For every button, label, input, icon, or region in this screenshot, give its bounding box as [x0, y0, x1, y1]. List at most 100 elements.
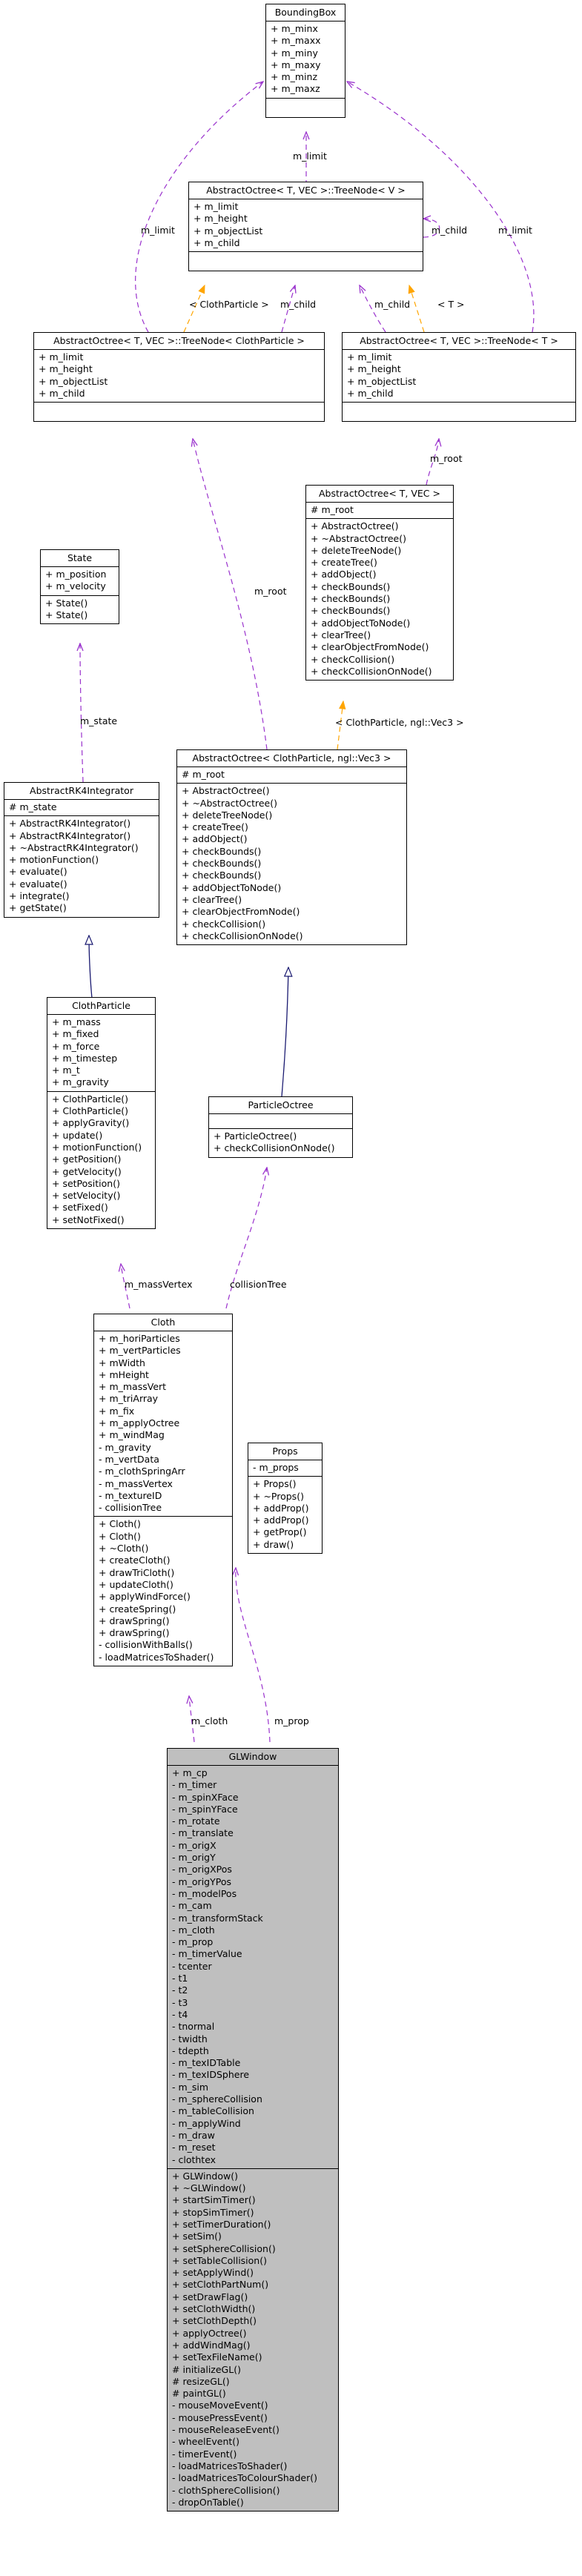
method: # resizeGL() [172, 2375, 230, 2387]
edge-label-m-child: m_child [280, 299, 317, 310]
attribute: + m_minx [271, 23, 318, 34]
edge-label-template: < ClothParticle, ngl::Vec3 > [335, 717, 464, 728]
class-treenode-v: AbstractOctree< T, VEC >::TreeNode< V > … [188, 182, 423, 272]
attribute: + m_timestep [52, 1052, 118, 1064]
attribute: + m_force [52, 1040, 100, 1052]
attributes-section: # m_root [177, 767, 406, 784]
attribute: - m_vertData [99, 1453, 159, 1465]
method: + getVelocity() [52, 1165, 122, 1177]
attribute: + m_maxy [271, 59, 321, 70]
method: - collisionWithBalls() [99, 1639, 193, 1651]
edge-tnt-to-tnv [360, 285, 386, 333]
method: + applyGravity() [52, 1117, 130, 1129]
method: + ~Cloth() [99, 1543, 149, 1554]
attributes-section [209, 1114, 352, 1129]
method: + ClothParticle() [52, 1105, 129, 1117]
methods-section: + AbstractOctree() + ~AbstractOctree() +… [306, 519, 453, 680]
method: + AbstractOctree() [311, 520, 399, 532]
attribute: - m_cam [172, 1900, 212, 1912]
method: + GLWindow() [172, 2170, 238, 2182]
attribute: # m_root [311, 504, 354, 515]
method: - clothSphereCollision() [172, 2484, 280, 2496]
method: + stopSimTimer() [172, 2206, 254, 2218]
attribute: + m_gravity [52, 1076, 109, 1088]
attribute: - collisionTree [99, 1502, 162, 1514]
method: + Cloth() [99, 1518, 141, 1530]
edge-label-m-limit: m_limit [498, 225, 532, 236]
attribute: + m_height [39, 363, 93, 375]
edge-label-m-state: m_state [80, 715, 118, 726]
class-state: State + m_position + m_velocity + State(… [40, 549, 119, 625]
edge-rk4-to-state [80, 643, 83, 783]
method: + clearObjectFromNode() [311, 641, 429, 653]
attribute: + mWidth [99, 1357, 145, 1368]
method: + ClothParticle() [52, 1093, 129, 1105]
method: + integrate() [9, 890, 70, 902]
edge-glw-to-props [236, 1568, 271, 1743]
class-title: Props [248, 1443, 322, 1460]
method: + setClothDepth() [172, 2315, 257, 2327]
attribute: - m_textureID [99, 1489, 162, 1501]
edge-label-template: < ClothParticle > [189, 299, 269, 310]
class-boundingbox: BoundingBox + m_minx + m_maxx + m_miny +… [265, 4, 345, 118]
attribute: + m_mass [52, 1016, 101, 1027]
attribute: + m_vertParticles [99, 1345, 181, 1357]
method: + motionFunction() [9, 854, 99, 866]
attribute: + m_objectList [347, 375, 417, 387]
methods-section [189, 252, 423, 271]
method: + ~Props() [253, 1490, 304, 1502]
methods-section: + GLWindow() + ~GLWindow() + startSimTim… [168, 2169, 338, 2511]
attribute: + m_windMag [99, 1429, 165, 1441]
class-title: AbstractOctree< ClothParticle, ngl::Vec3… [177, 750, 406, 767]
attribute: - m_prop [172, 1936, 214, 1948]
methods-section: + ParticleOctree() + checkCollisionOnNod… [209, 1129, 352, 1157]
method: - loadMatricesToShader() [99, 1651, 214, 1663]
method: + getState() [9, 902, 67, 914]
attributes-section: + m_minx + m_maxx + m_miny + m_maxy + m_… [266, 21, 345, 99]
class-abstractrk4integrator: AbstractRK4Integrator # m_state + Abstra… [4, 782, 159, 918]
attribute: - m_spinYFace [172, 1803, 238, 1815]
class-title: State [41, 550, 119, 567]
method: - mouseReleaseEvent() [172, 2424, 280, 2436]
method: + setClothPartNum() [172, 2279, 269, 2291]
attributes-section: # m_root [306, 503, 453, 520]
method: + setSim() [172, 2231, 222, 2242]
attribute: + m_height [347, 363, 401, 375]
attribute: + m_maxx [271, 35, 321, 47]
attribute: - m_origX [172, 1839, 216, 1851]
attribute: - m_spinXFace [172, 1791, 239, 1803]
edge-label-m-child: m_child [374, 299, 411, 310]
class-props: Props - m_props + Props() + ~Props() + a… [248, 1443, 323, 1554]
attribute: - t4 [172, 2008, 188, 2020]
attribute: - tnormal [172, 2021, 215, 2033]
method: - loadMatricesToColourShader() [172, 2472, 317, 2484]
attribute: - m_texIDTable [172, 2057, 241, 2069]
attribute: - m_draw [172, 2129, 215, 2141]
method: + getPosition() [52, 1153, 122, 1165]
attribute: + m_horiParticles [99, 1333, 180, 1344]
attribute: - m_transformStack [172, 1912, 263, 1924]
method: + checkCollisionOnNode() [182, 930, 303, 941]
method: + evaluate() [9, 866, 67, 878]
edge-aotv-to-tnt [426, 439, 439, 486]
method: + draw() [253, 1538, 294, 1550]
attribute: + m_velocity [45, 580, 106, 592]
attribute: - t3 [172, 1996, 188, 2008]
attribute: + m_child [194, 236, 240, 248]
method: + State() [45, 609, 88, 620]
attribute: - m_origYPos [172, 1875, 231, 1887]
method: + addProp() [253, 1502, 309, 1514]
method: + checkCollisionOnNode() [311, 665, 432, 677]
method: + applyWindForce() [99, 1591, 191, 1603]
method: + addObject() [311, 569, 377, 580]
method: + createTree() [182, 821, 248, 833]
methods-section: + AbstractOctree() + ~AbstractOctree() +… [177, 784, 406, 944]
method: + setApplyWind() [172, 2267, 254, 2279]
class-particleoctree: ParticleOctree + ParticleOctree() + chec… [208, 1096, 353, 1158]
method: + addObjectToNode() [311, 617, 411, 629]
method: + deleteTreeNode() [182, 809, 273, 821]
edge-label-m-root: m_root [254, 586, 287, 597]
attribute: - m_rotate [172, 1815, 220, 1827]
attribute: - m_translate [172, 1827, 234, 1839]
edge-aocp-to-tncp [193, 439, 268, 750]
